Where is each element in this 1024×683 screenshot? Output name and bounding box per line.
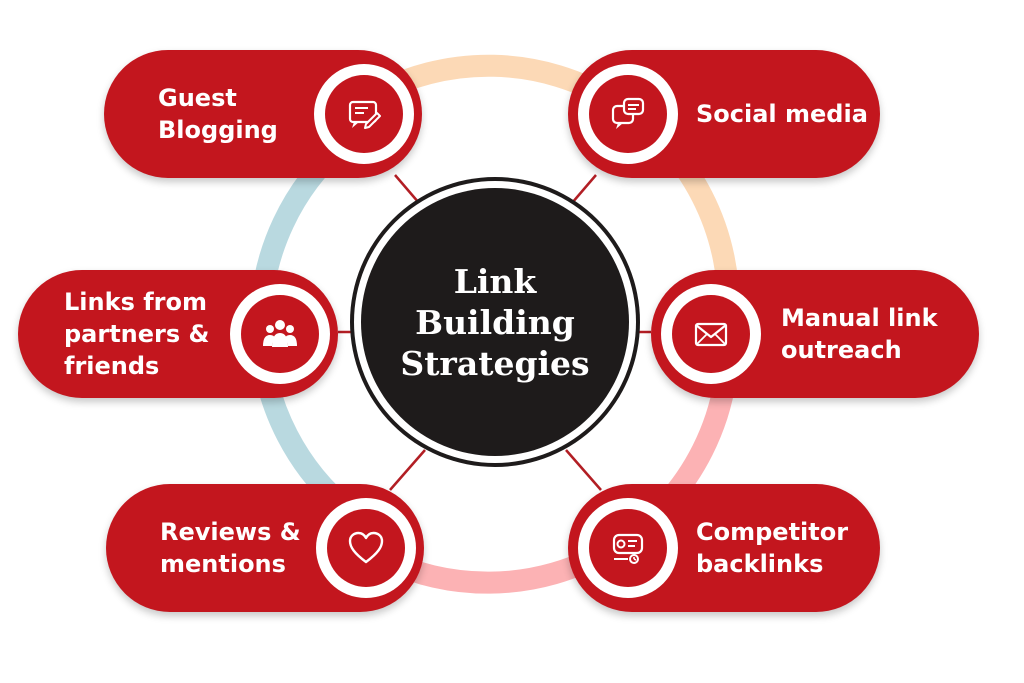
group-people-icon [263,320,297,347]
strategy-label-line: Guest [158,84,237,112]
strategy-label-line: Blogging [158,116,278,144]
strategy-label: Links from partners & friends [64,270,209,398]
center-title: Link Building Strategies [390,261,600,384]
connector-line [565,449,602,491]
strategy-label-line: partners & [64,320,210,348]
strategy-label: Manual link outreach [781,270,938,398]
strategy-pill-social-media: Social media [568,50,880,178]
center-hub: Link Building Strategies [361,188,629,456]
heart-icon [348,531,384,564]
strategy-pill-partners-friends: Links from partners & friends [18,270,338,398]
strategy-label: Reviews & mentions [160,484,301,612]
strategy-label-line: backlinks [696,550,824,578]
connector-line [565,174,597,211]
strategy-label-line: friends [64,352,160,380]
strategy-pill-manual-outreach: Manual link outreach [651,270,979,398]
chat-bubbles-icon [611,97,645,129]
envelope-icon [694,322,728,347]
strategy-pill-reviews-mentions: Reviews & mentions [106,484,424,612]
strategy-pill-competitor-backlinks: Competitor backlinks [568,484,880,612]
strategy-label-line: Links from [64,288,207,316]
strategy-badge [578,64,678,164]
analytics-icon [612,533,644,564]
strategy-label-line: Social media [696,100,868,128]
blog-writing-icon [348,100,381,129]
strategy-label: Competitor backlinks [696,484,848,612]
strategy-label-line: outreach [781,336,902,364]
connector-line [389,449,426,491]
strategy-label-line: Reviews & [160,518,301,546]
strategy-label-line: Manual link [781,304,938,332]
center-title-line: Strategies [400,343,590,383]
strategy-badge [314,64,414,164]
strategy-label-line: Competitor [696,518,849,546]
center-title-line: Link [453,261,537,301]
strategy-badge [661,284,761,384]
strategy-label-line: mentions [160,550,286,578]
strategy-label: Guest Blogging [158,50,278,178]
center-title-line: Building [415,302,575,342]
strategy-badge [578,498,678,598]
strategy-badge [230,284,330,384]
connector-line [394,174,426,211]
strategy-badge [316,498,416,598]
strategy-label: Social media [696,50,868,178]
strategy-pill-guest-blogging: Guest Blogging [104,50,422,178]
